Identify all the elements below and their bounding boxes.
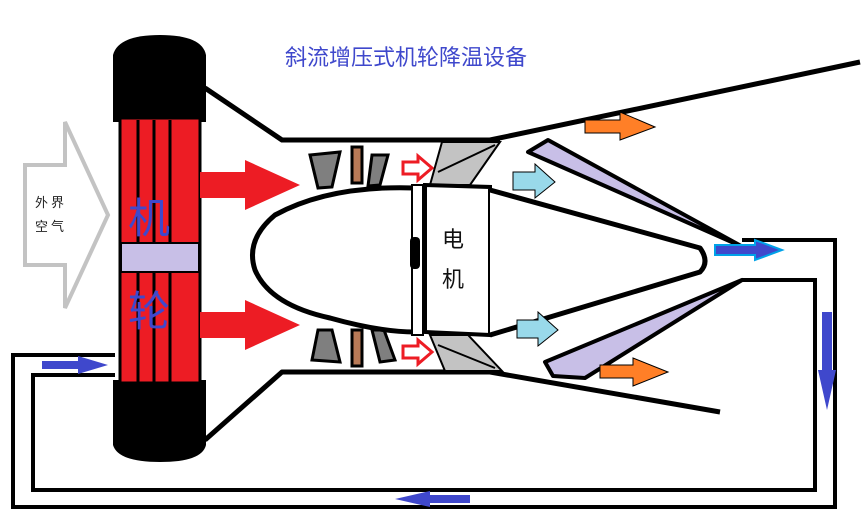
exhaust-arrow-bottom (599, 357, 670, 387)
tail-cone (489, 187, 708, 338)
flow-arrow-down (818, 312, 836, 410)
wheel-label-1: 机 (128, 194, 171, 243)
cooling-air-arrow-bottom (516, 310, 559, 348)
exhaust-arrow-top (584, 111, 657, 141)
flow-arrow-left (395, 491, 470, 507)
flow-arrow-right (42, 356, 108, 374)
nozzle-bottom (543, 278, 744, 380)
hot-air-arrow-top (200, 160, 300, 210)
hot-air-arrow-bottom (200, 300, 300, 350)
compressed-air-arrow-top (401, 152, 435, 184)
nose-cone (250, 185, 416, 335)
outside-air-label-2: 空气 (35, 220, 68, 235)
outside-air-arrow (23, 121, 111, 309)
motor-label-1: 电 (442, 228, 465, 253)
motor-label-2: 机 (442, 268, 465, 293)
wheel (113, 35, 206, 462)
wheel-label-2: 轮 (128, 287, 171, 336)
nozzle-top (526, 138, 745, 249)
flow-arrow-nozzle (714, 238, 785, 262)
coolant-pipe (11, 238, 837, 509)
compressed-air-arrow-bottom (401, 336, 435, 368)
housing (203, 59, 861, 442)
bearing (410, 237, 420, 269)
cooling-air-arrow-top (512, 162, 556, 200)
outside-air-label-1: 外界 (35, 196, 68, 211)
diagram-title: 斜流增压式机轮降温设备 (285, 46, 528, 71)
motor (423, 182, 492, 338)
